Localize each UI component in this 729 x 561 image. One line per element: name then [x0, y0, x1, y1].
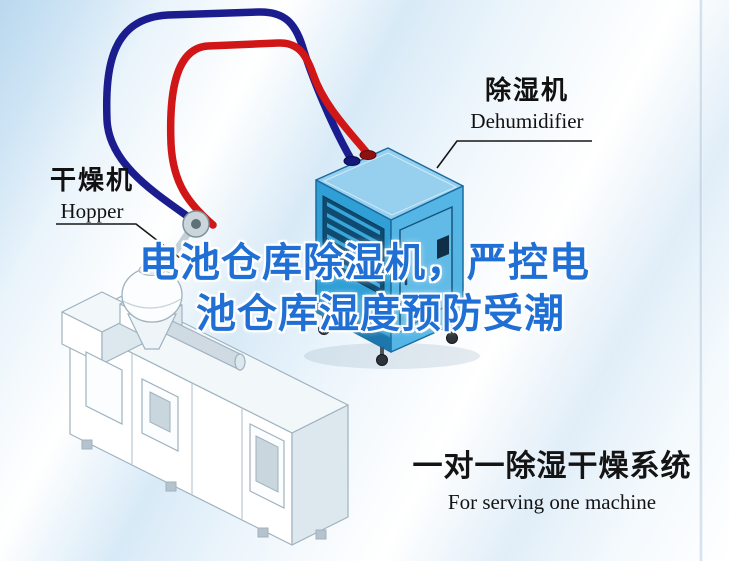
pipe-red — [166, 39, 371, 229]
hopper-label-en: Hopper — [60, 198, 124, 223]
dehumidifier-label-en: Dehumidifier — [470, 108, 584, 133]
dehumidifier-label: 除湿机 Dehumidifier — [452, 76, 602, 134]
hopper-label: 干燥机 Hopper — [50, 166, 134, 224]
caption-en: For serving one machine — [447, 490, 657, 514]
hopper-leader-line — [56, 223, 181, 259]
dehumidifier-label-cn: 除湿机 — [484, 75, 569, 105]
hopper-blower-illustration — [154, 210, 210, 274]
headline-line2: 池仓库湿度预防受潮 — [196, 292, 565, 337]
hopper-label-cn: 干燥机 — [50, 165, 135, 195]
caption-cn: 一对一除湿干燥系统 — [412, 450, 692, 483]
headline: 电池仓库除湿机，严控电 池仓库湿度预防受潮 — [0, 238, 729, 340]
caption: 一对一除湿干燥系统 For serving one machine — [408, 450, 696, 515]
dehumidifier-leader-line — [436, 140, 592, 169]
hopper-illustration — [121, 257, 183, 350]
headline-line1: 电池仓库除湿机，严控电 — [139, 241, 590, 285]
background-edge-highlight — [699, 0, 703, 561]
dehumidifier-illustration — [304, 147, 480, 369]
